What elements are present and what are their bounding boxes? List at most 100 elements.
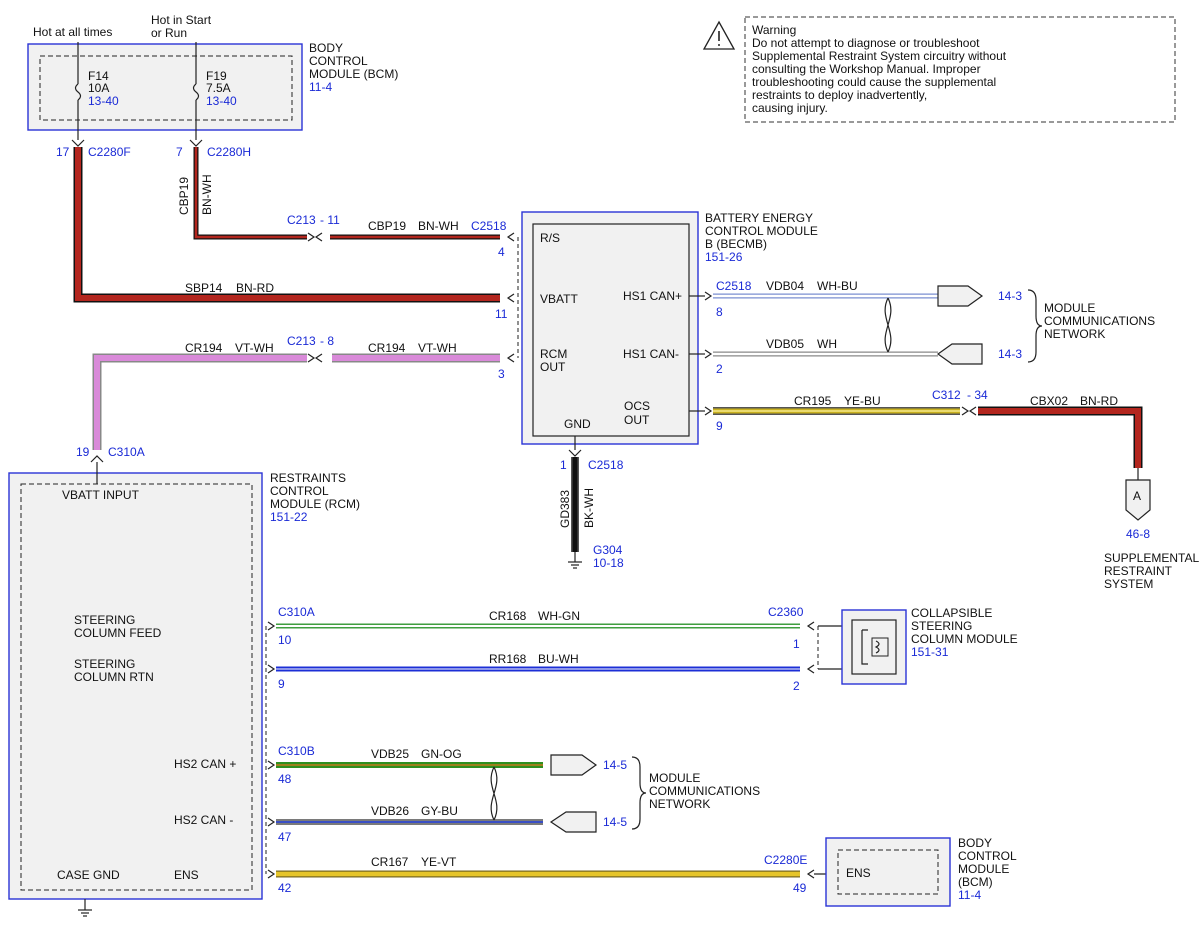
inline-connector-icon xyxy=(314,232,323,242)
bcm-bottom-name-2: CONTROL xyxy=(958,849,1017,863)
warning-box xyxy=(744,16,1176,123)
becmb-pin-vbatt: VBATT xyxy=(540,292,578,306)
connector-chevron-icon xyxy=(267,760,276,770)
pin-17: 17 xyxy=(56,145,70,159)
connector-c213-8: C213 xyxy=(287,334,316,348)
csc-name-1: COLLAPSIBLE xyxy=(911,606,992,620)
wire-cbx02 xyxy=(978,406,1143,468)
becmb-module xyxy=(521,211,699,445)
connector-c2280e: C2280E xyxy=(764,853,807,867)
wire-cbp19-vertical-color: BN-WH xyxy=(200,174,214,215)
becmb-pin-ocs: OCS xyxy=(624,399,650,413)
becmb-name-3: B (BECMB) xyxy=(705,237,767,251)
connector-c2518-rs: C2518 xyxy=(471,219,507,233)
mcn-top-name-2: COMMUNICATIONS xyxy=(1044,314,1155,328)
pin-1-sc: 1 xyxy=(793,637,800,651)
connector-chevron-icon xyxy=(267,869,276,879)
fuse-f19-amp: 7.5A xyxy=(206,81,231,95)
bcm-bottom-name-4: (BCM) xyxy=(958,875,993,889)
csc-ref: 151-31 xyxy=(911,645,949,659)
mcn-top-ref-a: 14-3 xyxy=(998,289,1022,303)
srs-name-3: SYSTEM xyxy=(1104,577,1153,591)
wire-cbp19-color: BN-WH xyxy=(418,219,459,233)
rcm-name-3: MODULE (RCM) xyxy=(270,497,360,511)
wire-cbx02-label: CBX02 xyxy=(1030,394,1068,408)
connector-chevron-icon xyxy=(267,621,276,631)
fuse-f19-label: F19 xyxy=(206,69,227,83)
connector-c2280f: C2280F xyxy=(88,145,131,159)
fuse-f19-icon xyxy=(192,83,200,101)
connector-chevron-icon xyxy=(506,293,515,303)
steering-column-module xyxy=(841,609,907,685)
wire-vdb26-label: VDB26 xyxy=(371,804,409,818)
mcn-bot-ref-a: 14-5 xyxy=(603,758,627,772)
connector-chevron-icon xyxy=(506,353,515,363)
mcn-top-ref-b: 14-3 xyxy=(998,347,1022,361)
connector-chevron-icon xyxy=(806,664,815,674)
wire-cr194-color-b: VT-WH xyxy=(418,341,457,355)
connector-chevron-icon xyxy=(704,291,713,301)
ground-g304-ref: 10-18 xyxy=(593,556,624,570)
bcm-bottom-name-3: MODULE xyxy=(958,862,1009,876)
rcm-ref: 151-22 xyxy=(270,510,308,524)
pin-47: 47 xyxy=(278,830,292,844)
wire-cbp19-label: CBP19 xyxy=(368,219,406,233)
fuse-f14-amp: 10A xyxy=(88,81,109,95)
rcm-name-2: CONTROL xyxy=(270,484,329,498)
connector-c310b: C310B xyxy=(278,744,315,758)
connector-c213-8-pin: - 8 xyxy=(320,334,334,348)
wire-rr168-label: RR168 xyxy=(489,652,527,666)
inline-connector-icon xyxy=(307,353,316,363)
rcm-pin-vbatt-input: VBATT INPUT xyxy=(62,488,140,502)
mcn-bot-name-1: MODULE xyxy=(649,771,700,785)
bcm-top-name-1: BODY xyxy=(309,41,343,55)
wire-vdb04-color: WH-BU xyxy=(817,279,858,293)
rcm-pin-rtn-1: STEERING xyxy=(74,657,135,671)
offpage-connector-a-icon xyxy=(1125,479,1151,521)
offpage-arrow-icon xyxy=(937,285,984,307)
becmb-name-2: CONTROL MODULE xyxy=(705,224,818,238)
inline-connector-icon xyxy=(307,232,316,242)
connector-chevron-icon xyxy=(806,621,815,631)
fuse-f19-ref: 13-40 xyxy=(206,94,237,108)
wire-cr168-label: CR168 xyxy=(489,609,527,623)
wire-cbp19 xyxy=(193,147,500,240)
pin-48: 48 xyxy=(278,772,292,786)
becmb-pin-hs1-can-plus: HS1 CAN+ xyxy=(623,289,682,303)
csc-name-2: STEERING xyxy=(911,619,972,633)
wire-cr194-color-a: VT-WH xyxy=(235,341,274,355)
pin-7: 7 xyxy=(176,145,183,159)
wire-vdb25-label: VDB25 xyxy=(371,747,409,761)
mcn-bot-name-2: COMMUNICATIONS xyxy=(649,784,760,798)
becmb-pin-rcm-out: OUT xyxy=(540,360,566,374)
warning-line-6: causing injury. xyxy=(752,101,828,115)
wire-rr168-color: BU-WH xyxy=(538,652,579,666)
wire-gd383-color: BK-WH xyxy=(582,488,596,528)
pin-2-sc: 2 xyxy=(793,679,800,693)
rcm-pin-case-gnd: CASE GND xyxy=(57,868,120,882)
bcm-bottom-name-1: BODY xyxy=(958,836,992,850)
becmb-pin-ocs-out: OUT xyxy=(624,413,650,427)
warning-triangle-icon xyxy=(702,20,736,50)
pin-4: 4 xyxy=(498,245,505,259)
connector-chevron-icon xyxy=(568,449,582,457)
connector-chevron-icon xyxy=(506,232,515,242)
connector-c2518-can: C2518 xyxy=(716,279,752,293)
bcm-top-name-3: MODULE (BCM) xyxy=(309,67,398,81)
mcn-top-name-3: NETWORK xyxy=(1044,327,1105,341)
pin-9-rtn: 9 xyxy=(278,677,285,691)
inline-connector-icon xyxy=(968,406,977,416)
rcm-pin-feed-2: COLUMN FEED xyxy=(74,626,162,640)
connector-chevron-icon xyxy=(704,406,713,416)
mcn-bot-ref-b: 14-5 xyxy=(603,815,627,829)
wire-sbp14 xyxy=(73,147,500,303)
wire-cbp19-vertical-label: CBP19 xyxy=(177,177,191,215)
wire-vdb05-color: WH xyxy=(817,337,837,351)
bcm-top-name-2: CONTROL xyxy=(309,54,368,68)
offpage-arrow-icon xyxy=(936,343,983,365)
warning-line-2: Supplemental Restraint System circuitry … xyxy=(752,49,1007,63)
pin-8: 8 xyxy=(716,305,723,319)
wire-cr194-label-b: CR194 xyxy=(368,341,406,355)
ground-icon xyxy=(568,561,582,569)
connector-chevron-icon xyxy=(189,139,203,147)
